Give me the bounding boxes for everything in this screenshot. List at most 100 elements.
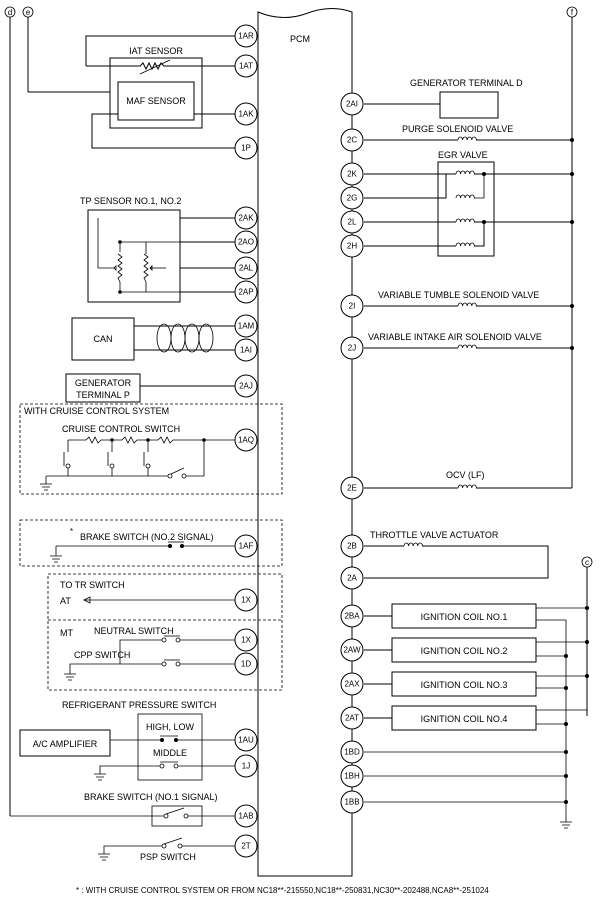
generator-d-label: GENERATOR TERMINAL D	[410, 78, 523, 88]
svg-text:2I: 2I	[349, 302, 356, 311]
pin-1AB: 1AB	[234, 804, 258, 828]
svg-text:2AT: 2AT	[345, 714, 359, 723]
tp-sensor-box	[87, 209, 181, 303]
svg-text:2AX: 2AX	[344, 680, 360, 689]
asterisk-mark: *	[70, 527, 73, 536]
neutral-switch-label: NEUTRAL SWITCH	[94, 626, 174, 636]
svg-text:1AQ: 1AQ	[238, 436, 254, 445]
pin-1J: 1J	[234, 754, 258, 778]
ignition-coil-4-label: IGNITION COIL NO.4	[421, 714, 508, 724]
svg-text:1D: 1D	[241, 660, 251, 669]
svg-text:2G: 2G	[347, 194, 358, 203]
can-box	[71, 317, 135, 361]
pin-1AK: 1AK	[234, 102, 258, 126]
cpp-switch-label: CPP SWITCH	[74, 650, 130, 660]
pin-2AL: 2AL	[234, 256, 258, 280]
ac-amplifier-box	[19, 729, 111, 757]
generator-p-label-2: TERMINAL P	[76, 390, 130, 400]
svg-text:2AP: 2AP	[238, 288, 253, 297]
tp-sensor-label: TP SENSOR NO.1, NO.2	[80, 196, 181, 206]
maf-sensor-label: MAF SENSOR	[126, 96, 186, 106]
pin-1AF: 1AF	[234, 534, 258, 558]
svg-text:1AU: 1AU	[238, 736, 254, 745]
svg-text:f: f	[571, 8, 574, 17]
pin-2AK: 2AK	[234, 206, 258, 230]
svg-text:1J: 1J	[242, 762, 250, 771]
pin-1AI: 1AI	[234, 338, 258, 362]
tumble-valve-label: VARIABLE TUMBLE SOLENOID VALVE	[378, 290, 539, 300]
svg-text:1X: 1X	[241, 636, 251, 645]
svg-text:2AI: 2AI	[346, 100, 358, 109]
middle-label: MIDDLE	[153, 748, 187, 758]
svg-text:1BH: 1BH	[344, 772, 360, 781]
pin-1BD: 1BD	[340, 740, 364, 764]
pin-2K: 2K	[340, 162, 364, 186]
maf-sensor-box	[117, 81, 195, 121]
pcm-outline	[257, 8, 353, 877]
cruise-switch-label: CRUISE CONTROL SWITCH	[62, 424, 180, 434]
marker-c: c	[581, 556, 593, 568]
ac-amplifier-label: A/C AMPLIFIER	[33, 739, 98, 749]
pin-1P: 1P	[234, 136, 258, 160]
svg-text:1BB: 1BB	[344, 798, 359, 807]
intake-valve-label: VARIABLE INTAKE AIR SOLENOID VALVE	[368, 332, 542, 342]
egr-valve-box	[437, 161, 495, 257]
svg-text:2AO: 2AO	[238, 238, 254, 247]
refrigerant-switch-label: REFRIGERANT PRESSURE SWITCH	[62, 700, 216, 710]
generator-d-box	[439, 91, 499, 119]
can-label: CAN	[93, 334, 112, 344]
pin-1X-mt: 1X	[234, 628, 258, 652]
svg-text:2L: 2L	[348, 218, 357, 227]
svg-text:e: e	[26, 8, 31, 17]
trans-switch-box	[47, 573, 283, 691]
brake-switch-2-box	[19, 519, 283, 567]
svg-text:2H: 2H	[347, 242, 357, 251]
svg-text:1P: 1P	[241, 144, 251, 153]
pin-2AI: 2AI	[340, 92, 364, 116]
svg-text:1AT: 1AT	[239, 62, 253, 71]
svg-text:2A: 2A	[347, 574, 357, 583]
pin-1D: 1D	[234, 652, 258, 676]
pin-1AQ: 1AQ	[234, 428, 258, 452]
pin-2BA: 2BA	[340, 604, 364, 628]
svg-text:2AJ: 2AJ	[239, 382, 253, 391]
svg-text:d: d	[8, 8, 12, 17]
pin-2T: 2T	[234, 834, 258, 858]
pin-2AX: 2AX	[340, 672, 364, 696]
pin-1AU: 1AU	[234, 728, 258, 752]
pin-1AT: 1AT	[234, 54, 258, 78]
generator-p-box	[65, 373, 141, 403]
pin-1X-at: 1X	[234, 588, 258, 612]
pin-2I: 2I	[340, 294, 364, 318]
svg-text:2AW: 2AW	[343, 646, 360, 655]
pin-2AP: 2AP	[234, 280, 258, 304]
pin-2A: 2A	[340, 566, 364, 590]
svg-text:2AK: 2AK	[238, 214, 254, 223]
svg-text:2BA: 2BA	[344, 612, 360, 621]
pin-2G: 2G	[340, 186, 364, 210]
marker-d: d	[4, 6, 16, 18]
svg-text:2T: 2T	[241, 842, 250, 851]
pin-2J: 2J	[340, 336, 364, 360]
pin-2AW: 2AW	[340, 638, 364, 662]
pin-1AR: 1AR	[234, 24, 258, 48]
svg-text:c: c	[585, 558, 589, 567]
svg-text:1AM: 1AM	[238, 322, 255, 331]
svg-text:2J: 2J	[348, 344, 356, 353]
high-low-label: HIGH, LOW	[146, 722, 195, 732]
svg-text:1AK: 1AK	[238, 110, 254, 119]
svg-text:1AF: 1AF	[239, 542, 254, 551]
cruise-system-label: WITH CRUISE CONTROL SYSTEM	[24, 406, 169, 416]
svg-text:2B: 2B	[347, 542, 357, 551]
svg-text:1AR: 1AR	[238, 32, 254, 41]
brake-switch-2-label: BRAKE SWITCH (NO.2 SIGNAL)	[80, 532, 214, 542]
mt-label: MT	[60, 628, 73, 638]
svg-text:2E: 2E	[347, 484, 357, 493]
pin-2AJ: 2AJ	[234, 374, 258, 398]
pin-1AM: 1AM	[234, 314, 258, 338]
marker-e: e	[22, 6, 34, 18]
ignition-coil-3-label: IGNITION COIL NO.3	[421, 680, 508, 690]
generator-p-label-1: GENERATOR	[75, 378, 132, 388]
ignition-coil-1-label: IGNITION COIL NO.1	[421, 612, 508, 622]
